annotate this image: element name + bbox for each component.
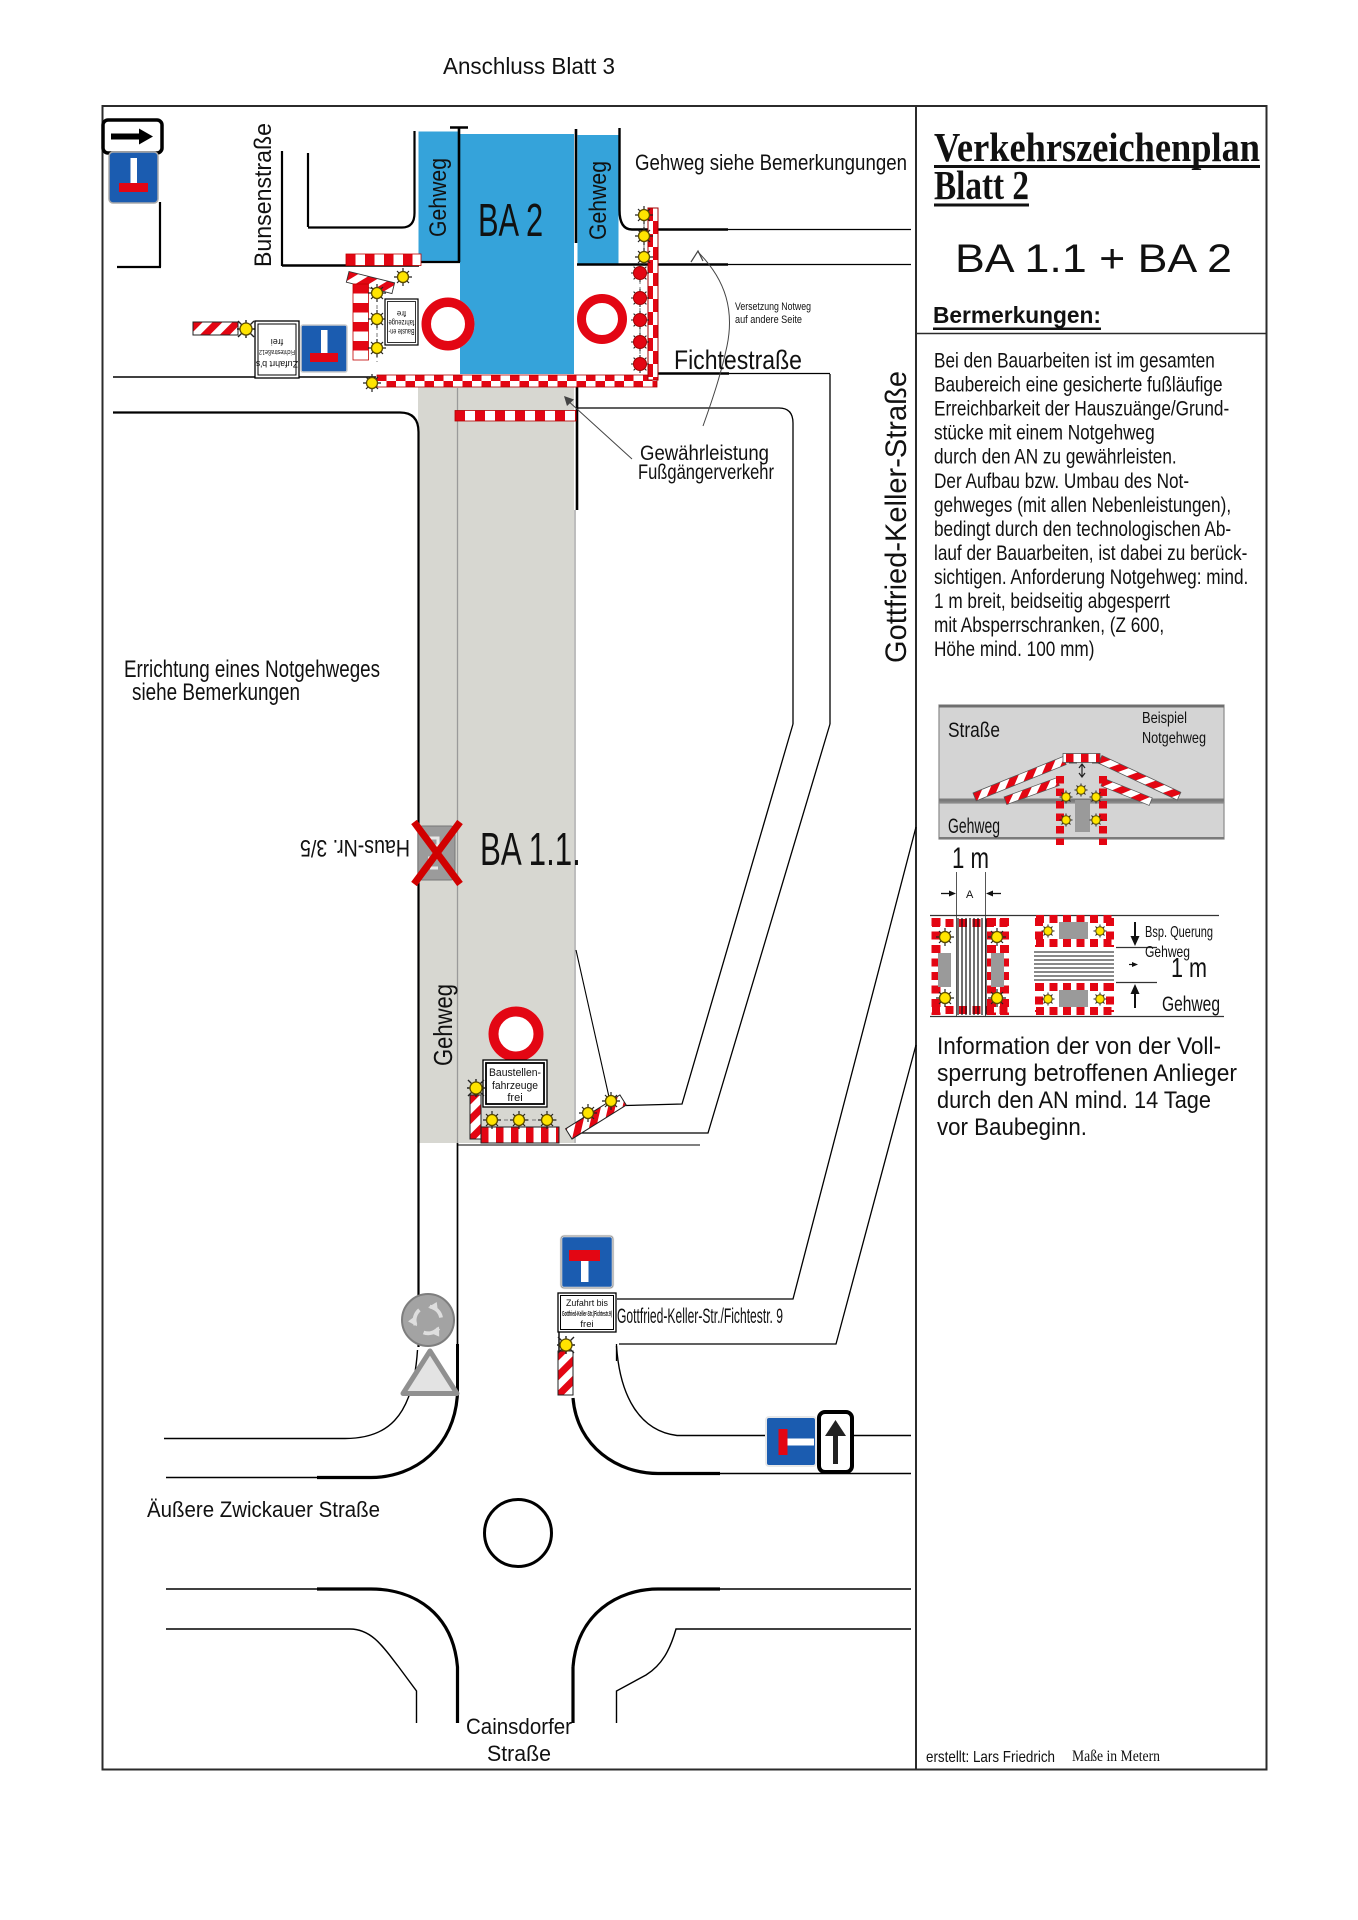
svg-text:mit Absperrschranken, (Z 600,: mit Absperrschranken, (Z 600, bbox=[934, 613, 1164, 637]
svg-text:auf andere Seite: auf andere Seite bbox=[735, 314, 802, 326]
svg-text:Gottfried-Keller-Str.(Fichtest: Gottfried-Keller-Str.(Fichtestr.9) bbox=[562, 1311, 612, 1318]
svg-text:vor Baubeginn.: vor Baubeginn. bbox=[937, 1114, 1087, 1141]
svg-text:frei: frei bbox=[580, 1319, 593, 1330]
svg-text:BA 2: BA 2 bbox=[478, 196, 543, 247]
svg-text:Blatt 2: Blatt 2 bbox=[934, 162, 1029, 208]
svg-text:Bauste en-: Bauste en- bbox=[388, 327, 414, 336]
svg-text:Gehweg: Gehweg bbox=[425, 158, 452, 237]
svg-text:1 m: 1 m bbox=[952, 842, 989, 875]
svg-text:BA 1.1.: BA 1.1. bbox=[480, 824, 581, 875]
svg-text:stücke mit einem Notgehweg: stücke mit einem Notgehweg bbox=[934, 421, 1155, 445]
svg-text:Gehweg: Gehweg bbox=[585, 161, 612, 240]
svg-text:Äußere Zwickauer Straße: Äußere Zwickauer Straße bbox=[147, 1497, 380, 1522]
svg-text:Fichtestraße: Fichtestraße bbox=[674, 345, 802, 375]
svg-text:1 m: 1 m bbox=[1171, 952, 1207, 983]
svg-text:Gottfried-Keller-Straße: Gottfried-Keller-Straße bbox=[880, 371, 913, 663]
svg-text:A: A bbox=[966, 889, 974, 901]
svg-text:Gehweg siehe Bemerkungungen: Gehweg siehe Bemerkungungen bbox=[635, 150, 907, 175]
svg-text:Straße: Straße bbox=[948, 719, 1000, 742]
svg-text:frei: frei bbox=[271, 337, 284, 347]
svg-text:Fußgängerverkehr: Fußgängerverkehr bbox=[638, 461, 774, 484]
svg-text:Cainsdorfer: Cainsdorfer bbox=[466, 1714, 572, 1739]
svg-text:erstellt: Lars Friedrich: erstellt: Lars Friedrich bbox=[926, 1749, 1055, 1766]
svg-text:sperrung betroffenen Anlieger: sperrung betroffenen Anlieger bbox=[937, 1060, 1237, 1087]
svg-text:fahrzeuge: fahrzeuge bbox=[388, 318, 414, 327]
svg-text:Erreichbarkeit der Hauszuänge/: Erreichbarkeit der Hauszuänge/Grund- bbox=[934, 397, 1229, 421]
svg-text:fahrzeuge: fahrzeuge bbox=[492, 1080, 538, 1092]
svg-text:Zufahrt bis: Zufahrt bis bbox=[566, 1298, 608, 1309]
svg-text:Baustellen-: Baustellen- bbox=[489, 1067, 541, 1079]
svg-text:fre: fre bbox=[396, 309, 406, 318]
svg-text:Gehweg: Gehweg bbox=[1162, 993, 1220, 1016]
svg-text:bedingt durch den technologisc: bedingt durch den technologischen Ab- bbox=[934, 517, 1231, 541]
svg-text:Verkehrszeichenplan: Verkehrszeichenplan bbox=[934, 124, 1260, 170]
svg-text:Bsp. Querung: Bsp. Querung bbox=[1145, 924, 1213, 941]
svg-text:Bunsenstraße: Bunsenstraße bbox=[250, 123, 277, 267]
svg-text:Beispiel: Beispiel bbox=[1142, 710, 1187, 727]
svg-text:Notgehweg: Notgehweg bbox=[1142, 730, 1206, 747]
svg-text:BA 1.1 + BA 2: BA 1.1 + BA 2 bbox=[955, 237, 1232, 281]
svg-text:frei: frei bbox=[507, 1092, 522, 1104]
svg-text:Gehweg: Gehweg bbox=[428, 984, 458, 1066]
svg-text:durch den AN zu gewährleisten.: durch den AN zu gewährleisten. bbox=[934, 445, 1177, 469]
svg-text:Anschluss Blatt 3: Anschluss Blatt 3 bbox=[443, 53, 615, 79]
svg-text:Gehweg: Gehweg bbox=[1145, 944, 1190, 961]
svg-text:Information der von der Voll-: Information der von der Voll- bbox=[937, 1033, 1221, 1060]
svg-text:Haus-Nr. 3/5: Haus-Nr. 3/5 bbox=[300, 834, 410, 861]
svg-text:Maße in Metern: Maße in Metern bbox=[1072, 1748, 1160, 1765]
svg-text:Zufahrt b's: Zufahrt b's bbox=[255, 359, 298, 369]
svg-text:siehe Bemerkungen: siehe Bemerkungen bbox=[132, 679, 300, 706]
svg-text:lauf der Bauarbeiten, ist dabe: lauf der Bauarbeiten, ist dabei zu berüc… bbox=[934, 541, 1247, 565]
svg-text:Baubereich eine gesicherte fuß: Baubereich eine gesicherte fußläufige bbox=[934, 373, 1223, 397]
svg-text:Der Aufbau bzw. Umbau des Not-: Der Aufbau bzw. Umbau des Not- bbox=[934, 469, 1189, 493]
svg-text:Gehweg: Gehweg bbox=[948, 815, 1000, 838]
svg-text:Gewährleistung: Gewährleistung bbox=[640, 442, 769, 465]
svg-text:Straße: Straße bbox=[487, 1741, 551, 1766]
svg-text:1 m breit, beidseitig abgesper: 1 m breit, beidseitig abgesperrt bbox=[934, 589, 1170, 613]
svg-text:sichtigen. Anforderung Notgehw: sichtigen. Anforderung Notgehweg: mind. bbox=[934, 565, 1248, 589]
svg-text:Bermerkungen:: Bermerkungen: bbox=[933, 302, 1101, 328]
svg-text:Höhe mind. 100 mm): Höhe mind. 100 mm) bbox=[934, 637, 1094, 661]
svg-text:Bei den Bauarbeiten ist im ges: Bei den Bauarbeiten ist im gesamten bbox=[934, 349, 1215, 373]
svg-text:gehweges (mit allen Nebenleist: gehweges (mit allen Nebenleistungen), bbox=[934, 493, 1231, 517]
svg-text:durch den AN mind. 14 Tage: durch den AN mind. 14 Tage bbox=[937, 1087, 1211, 1114]
svg-text:Versetzung Notweg: Versetzung Notweg bbox=[735, 301, 811, 313]
svg-text:Fichtestraße12: Fichtestraße12 bbox=[259, 348, 295, 357]
svg-text:Errichtung eines Notgehweges: Errichtung eines Notgehweges bbox=[124, 656, 380, 683]
svg-text:Gottfried-Keller-Str./Fichtest: Gottfried-Keller-Str./Fichtestr. 9 bbox=[617, 1305, 783, 1328]
